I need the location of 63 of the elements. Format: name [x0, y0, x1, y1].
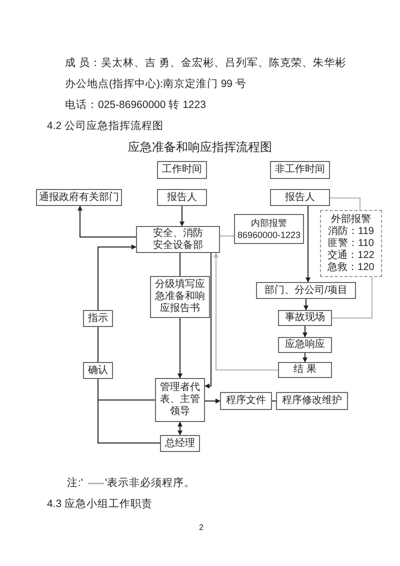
process-box [36, 189, 122, 206]
box-label: 匪警：110 [328, 238, 374, 250]
box-label: 指示 [88, 312, 108, 324]
process-box [276, 392, 348, 410]
box-label: 总经理 [165, 438, 195, 450]
box-label: 事故现场 [285, 312, 325, 324]
box-label: 安全、消防安全设备部 [152, 228, 204, 252]
connector-arrow [98, 244, 136, 310]
text-line: 4.3 应急小组工作职责 [47, 497, 153, 511]
connector-arrow [306, 206, 310, 282]
process-box [320, 210, 382, 277]
connector-arrow [180, 206, 184, 226]
text-line: 成 员：吴太林、吉 勇、金宏彬、吕列军、陈克荣、朱华彬 [65, 56, 346, 70]
connector-arrow [204, 398, 220, 404]
connector-arrow [302, 352, 308, 362]
box-label: 消防：119 [328, 226, 374, 238]
box-label: 急救：120 [328, 262, 374, 274]
process-box [136, 226, 220, 253]
box-label: 非工作时间 [275, 164, 325, 176]
box-label: 交通：122 [328, 250, 374, 262]
diagram-title: 应急准备和响应指挥流程图 [127, 139, 273, 156]
text-line: 4.2 公司应急指挥流程图 [47, 119, 164, 133]
box-label: 程序修改维护 [282, 395, 342, 407]
box-label: 确认 [88, 364, 108, 376]
box-label: 报告人 [167, 192, 197, 204]
box-label: 结 果 [294, 364, 316, 376]
box-label: 外部报警 [331, 214, 371, 226]
box-label: 工作时间 [162, 164, 202, 176]
box-label: 86960000-1223 [237, 229, 301, 241]
process-box [160, 435, 200, 452]
process-box [157, 161, 207, 179]
process-box [83, 310, 113, 327]
process-box [270, 189, 330, 206]
page-number: 2 [199, 523, 204, 532]
connector-arrow [302, 326, 308, 338]
process-box [278, 337, 332, 353]
box-label: 管理者代表、主管领导 [159, 382, 201, 418]
process-box [220, 392, 272, 410]
connector-arrow [304, 298, 308, 310]
text-line: 办公地点(指挥中心):南京定淮门 99 号 [65, 77, 246, 91]
process-box [157, 189, 207, 206]
text-line: 注:' [67, 476, 83, 490]
connector-arrow [330, 198, 360, 210]
connector-arrow [204, 252, 212, 388]
process-box [278, 310, 332, 326]
process-box [256, 282, 356, 299]
text-line: 电话：025-86960000 转 1223 [65, 98, 206, 112]
box-label: 内部报警 [251, 217, 287, 229]
connector-arrow [214, 252, 278, 370]
process-box [278, 362, 332, 378]
box-label: 程序文件 [226, 395, 266, 407]
box-label: 分级填写应急准备和响应报告书 [154, 279, 206, 315]
box-label: 通报政府有关部门 [39, 192, 119, 204]
process-box [270, 161, 330, 179]
box-label: 应急响应 [285, 339, 325, 351]
box-label: 报告人 [285, 192, 315, 204]
legend-text: '表示非必须程序。 [105, 476, 196, 490]
connector-arrow [178, 318, 182, 378]
box-label: 部门、分公司/项目 [264, 284, 348, 296]
process-box [83, 362, 113, 379]
process-box [234, 214, 304, 244]
connector-arrow [178, 422, 182, 436]
connector-arrow [78, 206, 136, 238]
